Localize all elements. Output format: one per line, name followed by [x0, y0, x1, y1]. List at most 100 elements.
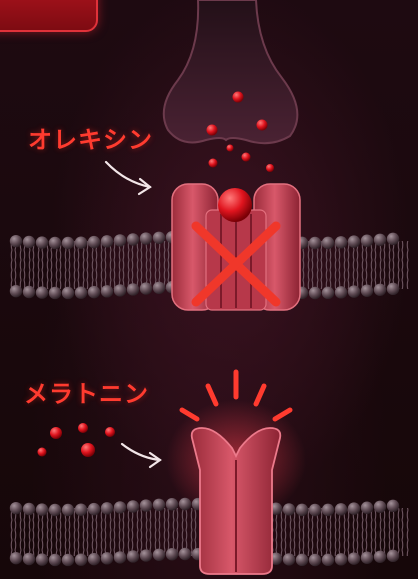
lipid-head: [101, 235, 113, 247]
lipid-head: [179, 498, 191, 510]
lipid-head: [348, 235, 360, 247]
lipid-head: [335, 236, 347, 248]
lipid-head: [88, 286, 100, 298]
lipid-head: [335, 553, 347, 565]
lipid-head: [166, 498, 178, 510]
lipid-head: [283, 503, 295, 515]
lipid-head: [296, 504, 308, 516]
vesicle-molecule: [257, 120, 268, 131]
lipid-head: [75, 286, 87, 298]
lipid-head: [36, 503, 48, 515]
released-molecule: [227, 145, 234, 152]
lipid-head: [88, 236, 100, 248]
released-molecule: [209, 159, 218, 168]
lipid-head: [153, 232, 165, 244]
lipid-head: [10, 285, 22, 297]
lipid-head: [309, 504, 321, 516]
lipid-head: [62, 504, 74, 516]
lipid-head: [309, 554, 321, 566]
lipid-head: [75, 503, 87, 515]
lipid-head: [114, 551, 126, 563]
lipid-head: [140, 282, 152, 294]
lipid-head: [101, 502, 113, 514]
lipid-head: [36, 236, 48, 248]
lipid-head: [49, 237, 61, 249]
released-molecule: [266, 164, 274, 172]
lipid-head: [322, 504, 334, 516]
lipid-head: [335, 286, 347, 298]
lipid-head: [36, 286, 48, 298]
lipid-head: [374, 501, 386, 513]
lipid-head: [153, 499, 165, 511]
lipid-head: [348, 502, 360, 514]
lipid-head: [62, 237, 74, 249]
lipid-head: [361, 235, 373, 247]
arrow-icon: [122, 444, 160, 467]
lipid-head: [127, 233, 139, 245]
lipid-head: [361, 552, 373, 564]
vesicle-molecule: [233, 92, 244, 103]
lipid-head: [49, 554, 61, 566]
lipid-head: [10, 552, 22, 564]
lipid-head: [127, 550, 139, 562]
lipid-head: [166, 548, 178, 560]
lipid-head: [387, 233, 399, 245]
lipid-head: [114, 284, 126, 296]
melatonin-molecule: [78, 423, 88, 433]
lipid-head: [49, 504, 61, 516]
lipid-head: [36, 553, 48, 565]
lipid-head: [23, 236, 35, 248]
lipid-head: [114, 501, 126, 513]
lipid-head: [140, 232, 152, 244]
lipid-head: [23, 286, 35, 298]
lipid-head: [322, 237, 334, 249]
lipid-head: [322, 287, 334, 299]
lipid-head: [10, 235, 22, 247]
lipid-head: [387, 550, 399, 562]
lipid-head: [374, 551, 386, 563]
lipid-head: [62, 287, 74, 299]
lipid-head: [387, 500, 399, 512]
released-molecule: [242, 153, 251, 162]
lipid-head: [296, 554, 308, 566]
lipid-head: [75, 236, 87, 248]
melatonin-molecule: [50, 427, 62, 439]
lipid-head: [179, 548, 191, 560]
lipid-head: [335, 503, 347, 515]
lipid-head: [88, 553, 100, 565]
lipid-head: [283, 553, 295, 565]
nerve-terminal: [164, 0, 298, 143]
melatonin-molecule: [105, 427, 115, 437]
melatonin-molecule: [81, 443, 95, 457]
label-melatonin: メラトニン: [24, 374, 149, 409]
bound-molecule: [218, 188, 252, 222]
lipid-head: [23, 503, 35, 515]
lipid-head: [127, 500, 139, 512]
lipid-head: [387, 283, 399, 295]
lipid-head: [140, 499, 152, 511]
label-orexin: オレキシン: [28, 120, 153, 155]
lipid-head: [140, 549, 152, 561]
lipid-head: [88, 503, 100, 515]
lipid-head: [361, 502, 373, 514]
lipid-head: [348, 552, 360, 564]
lipid-head: [309, 287, 321, 299]
vesicle-molecule: [207, 125, 218, 136]
lipid-head: [101, 285, 113, 297]
lipid-head: [23, 553, 35, 565]
lipid-head: [153, 549, 165, 561]
melatonin-molecule: [38, 448, 47, 457]
lipid-head: [49, 287, 61, 299]
lipid-head: [127, 283, 139, 295]
lipid-head: [374, 234, 386, 246]
lipid-head: [10, 502, 22, 514]
lipid-head: [62, 554, 74, 566]
arrow-icon: [106, 162, 150, 194]
lipid-head: [101, 552, 113, 564]
lipid-head: [361, 285, 373, 297]
lipid-head: [309, 237, 321, 249]
lipid-head: [348, 285, 360, 297]
lipid-head: [374, 284, 386, 296]
lipid-head: [114, 234, 126, 246]
